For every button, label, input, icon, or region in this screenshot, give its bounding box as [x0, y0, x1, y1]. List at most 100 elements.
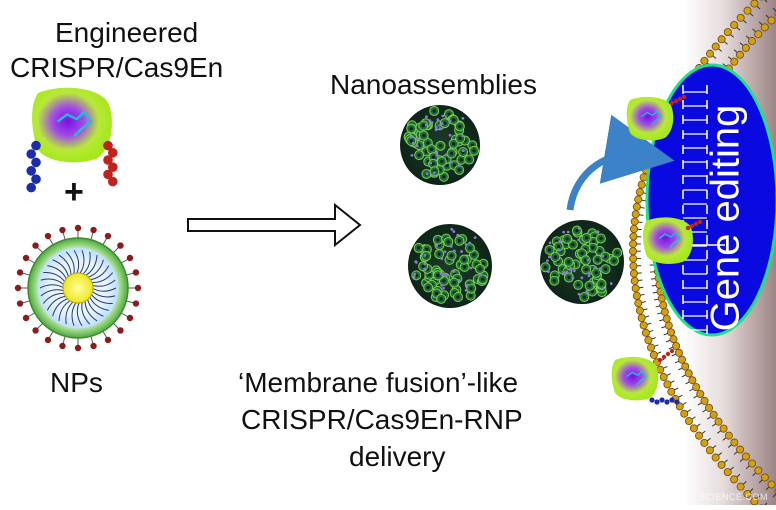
nanoassembly-core — [453, 164, 456, 167]
nanoassembly-core — [566, 237, 569, 240]
nanoassembly-dot — [431, 121, 434, 124]
lipid-head — [724, 469, 731, 476]
lipid-head — [748, 460, 755, 467]
lipid-head — [647, 344, 654, 351]
lipid-head — [685, 370, 692, 377]
nanoassembly-core — [472, 149, 475, 152]
tail-bead-blue — [31, 174, 41, 184]
tail-bead-blue — [659, 397, 664, 402]
lipid-head — [630, 270, 637, 277]
lipid-head — [636, 188, 643, 195]
nanoassembly-core — [438, 252, 441, 255]
nps-label: NPs — [50, 367, 103, 399]
lipid-head — [737, 483, 744, 490]
nanoassembly-dot — [465, 243, 468, 246]
nanoassembly-core — [468, 246, 471, 249]
np-surface-dot — [45, 233, 51, 239]
lipid-head — [650, 351, 657, 358]
lipid-head — [768, 481, 775, 488]
tail-bead-red — [678, 97, 682, 101]
cas9-protein-icon — [612, 357, 659, 400]
np-surface-dot — [117, 327, 123, 333]
lipid-head — [742, 453, 749, 460]
lipid-head — [706, 50, 713, 57]
nanoassembly-core — [460, 158, 463, 161]
nanoassembly-core — [604, 268, 607, 271]
lipid-head — [697, 390, 704, 397]
nanoassembly-dot — [461, 134, 464, 137]
nanoassembly-dot — [432, 174, 435, 177]
nanoassembly-core — [612, 259, 615, 262]
tail-bead-red — [690, 224, 694, 228]
tail-bead-blue — [649, 397, 654, 402]
nanoassembly-core — [591, 246, 594, 249]
nanoassembly-core — [422, 134, 425, 137]
nanoassembly-dot — [415, 261, 418, 264]
nanoassembly-dot — [588, 272, 591, 275]
nanoassembly-dot — [412, 142, 415, 145]
nanoassembly-dot — [479, 273, 482, 276]
nanoassembly-core — [436, 238, 439, 241]
lipid-head — [633, 203, 640, 210]
np-surface-dot — [32, 242, 38, 248]
tail-bead-blue — [669, 397, 674, 402]
nanoassembly-core — [442, 279, 445, 282]
np-core — [63, 273, 93, 303]
lipid-head — [695, 432, 702, 439]
nanoassembly-dot — [433, 171, 436, 174]
lipid-head — [636, 307, 643, 314]
lipid-head — [681, 410, 688, 417]
nanoassembly-dot — [444, 250, 447, 253]
np-surface-dot — [135, 285, 141, 291]
nanoassembly-dot — [423, 262, 426, 265]
np-surface-dot — [23, 255, 29, 261]
cas9-title-line1: Engineered — [55, 17, 198, 49]
nanoassembly-dot — [461, 117, 464, 120]
np-surface-dot — [45, 337, 51, 343]
tail-bead-red — [108, 177, 118, 187]
np-surface-dot — [105, 337, 111, 343]
nanoassembly-core — [422, 265, 425, 268]
tail-bead-blue — [31, 158, 41, 168]
nanoassembly-dot — [436, 118, 439, 121]
lipid-head — [630, 240, 637, 247]
tail-bead-red — [666, 352, 670, 356]
nanoassembly-core — [456, 295, 459, 298]
nanoassembly-dot — [573, 269, 576, 272]
nanoassembly-core — [554, 255, 557, 258]
lipid-head — [665, 322, 672, 329]
lipid-head — [630, 225, 637, 232]
tail-bead-red — [682, 95, 686, 99]
lipid-head — [748, 37, 755, 44]
lipid-head — [761, 474, 768, 481]
nanoassembly-core — [580, 252, 583, 255]
nanoassembly-dot — [423, 268, 426, 271]
np-surface-dot — [75, 225, 81, 231]
nanoassembly-core — [425, 248, 428, 251]
nanoassembly-core — [571, 243, 574, 246]
lipid-head — [660, 373, 667, 380]
nanoassembly-dot — [436, 154, 439, 157]
cas9-protein-shape — [32, 88, 112, 163]
nanoassembly-core — [544, 266, 547, 269]
nanoassembly-dot — [440, 284, 443, 287]
watermark: SCIENCE.COM — [699, 492, 768, 502]
np-surface-dot — [133, 269, 139, 275]
lipid-head — [701, 57, 708, 64]
nanoassembly-dot — [570, 269, 573, 272]
lipid-head — [761, 24, 768, 31]
nanoassembly-dot — [428, 119, 431, 122]
nanoassembly-core — [585, 268, 588, 271]
nanoassembly-core — [595, 271, 598, 274]
nanoassembly-core — [598, 249, 601, 252]
nanoassembly-dot — [429, 162, 432, 165]
nanoassembly-dot — [410, 135, 413, 138]
lipid-head — [632, 211, 639, 218]
nanoparticle-icon — [15, 225, 141, 351]
tail-bead-red — [662, 355, 666, 359]
nanoassembly-dot — [436, 151, 439, 154]
nanoassembly-core — [452, 118, 455, 121]
lipid-head — [705, 404, 712, 411]
lipid-head — [744, 7, 751, 14]
nanoassembly-core — [440, 297, 443, 300]
